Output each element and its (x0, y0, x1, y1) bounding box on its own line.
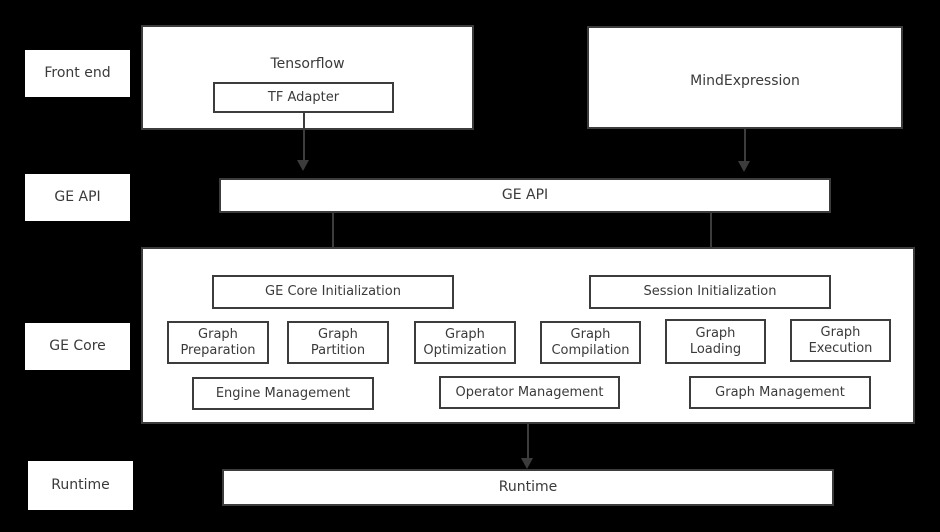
rail-label-ge-api-text: GE API (54, 188, 101, 205)
arrowhead-ge-core-to-runtime (521, 458, 533, 469)
ge-api-bar-label: GE API (501, 186, 549, 203)
manager-graph-management[interactable]: Graph Management (689, 376, 871, 409)
rail-label-front-end: Front end (25, 50, 130, 97)
mindexpression-panel-title: MindExpression (690, 73, 800, 89)
module-graph-optimization[interactable]: Graph Optimization (414, 321, 516, 364)
rail-label-ge-core-text: GE Core (49, 337, 106, 354)
tensorflow-panel: Tensorflow (141, 25, 474, 130)
module-graph-compilation-label: Graph Compilation (551, 326, 630, 358)
connector-ge-api-to-ge-core-init (332, 213, 334, 263)
ge-api-bar[interactable]: GE API (219, 178, 831, 213)
arrowhead-tf-adapter-to-ge-api (297, 160, 309, 171)
rail-label-ge-core: GE Core (25, 323, 130, 370)
module-graph-optimization-label: Graph Optimization (423, 326, 507, 358)
module-graph-execution[interactable]: Graph Execution (790, 319, 891, 362)
rail-label-runtime-text: Runtime (51, 476, 110, 493)
manager-engine-management-label: Engine Management (215, 385, 351, 401)
rail-label-runtime: Runtime (28, 461, 133, 510)
manager-graph-management-label: Graph Management (715, 384, 845, 400)
runtime-bar-label: Runtime (498, 478, 558, 495)
ge-core-initialization-box[interactable]: GE Core Initialization (212, 275, 454, 309)
connector-tf-adapter-to-ge-api (303, 113, 305, 163)
runtime-bar[interactable]: Runtime (222, 469, 834, 506)
manager-operator-management-label: Operator Management (455, 384, 604, 400)
module-graph-execution-label: Graph Execution (808, 324, 873, 356)
module-graph-partition-label: Graph Partition (310, 326, 366, 358)
module-graph-partition[interactable]: Graph Partition (287, 321, 389, 364)
tf-adapter-box[interactable]: TF Adapter (213, 82, 394, 113)
module-graph-preparation[interactable]: Graph Preparation (167, 321, 269, 364)
module-graph-loading[interactable]: Graph Loading (665, 319, 766, 364)
session-initialization-box[interactable]: Session Initialization (589, 275, 831, 309)
connector-mindexpression-to-ge-api (744, 129, 746, 164)
manager-operator-management[interactable]: Operator Management (439, 376, 620, 409)
manager-engine-management[interactable]: Engine Management (192, 377, 374, 410)
module-graph-loading-label: Graph Loading (689, 325, 742, 357)
connector-ge-core-to-runtime (527, 424, 529, 464)
mindexpression-panel: MindExpression (587, 26, 903, 129)
rail-label-ge-api: GE API (25, 174, 130, 221)
module-graph-compilation[interactable]: Graph Compilation (540, 321, 641, 364)
module-graph-preparation-label: Graph Preparation (180, 326, 256, 358)
connector-ge-api-to-session-init (710, 213, 712, 263)
session-initialization-label: Session Initialization (643, 284, 777, 300)
arrowhead-mindexpression-to-ge-api (738, 161, 750, 172)
tf-adapter-label: TF Adapter (267, 89, 340, 105)
ge-core-initialization-label: GE Core Initialization (265, 284, 401, 300)
tensorflow-panel-title: Tensorflow (270, 56, 345, 72)
rail-label-front-end-text: Front end (44, 64, 111, 81)
